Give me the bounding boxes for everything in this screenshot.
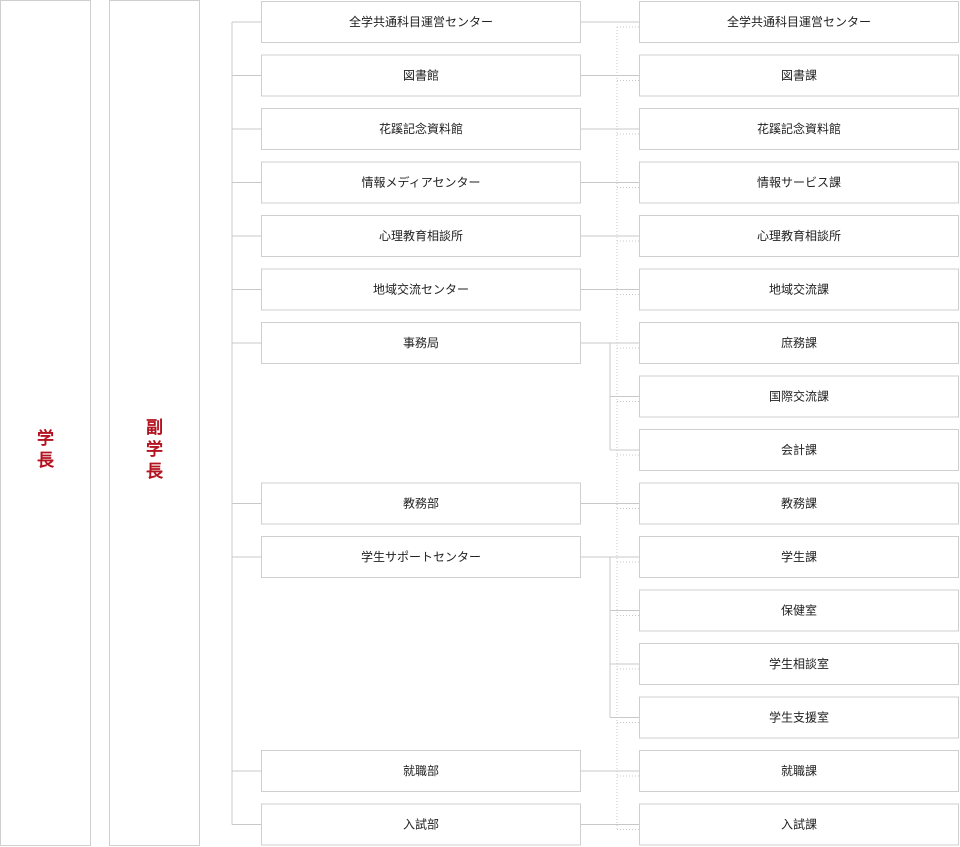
section-box-frame (639, 589, 959, 632)
org-box: 教務部 (261, 482, 581, 525)
section-box: 学生相談室 (639, 643, 959, 685)
org-label: 学生サポートセンター (361, 549, 481, 564)
section-box-frame (639, 803, 959, 846)
section-label: 会計課 (781, 442, 817, 457)
org-box-frame (261, 750, 581, 792)
org-box: 就職部 (261, 750, 581, 792)
org-box: 入試部 (261, 803, 581, 846)
section-label: 全学共通科目運営センター (727, 14, 871, 29)
section-box: 心理教育相談所 (639, 215, 959, 257)
org-label: 就職部 (403, 763, 439, 778)
section-box-frame (639, 1, 959, 43)
section-box-frame (639, 108, 959, 150)
org-box: 情報メディアセンター (261, 161, 581, 204)
vice-president-label-char: 副 (146, 418, 163, 438)
section-box-frame (639, 322, 959, 364)
section-box: 学生支援室 (639, 696, 959, 739)
section-label: 国際交流課 (769, 389, 829, 404)
section-box-frame (639, 536, 959, 578)
section-label: 教務課 (781, 496, 817, 511)
section-label: 図書課 (781, 68, 817, 83)
section-label: 入試課 (781, 817, 817, 832)
section-box: 就職課 (639, 750, 959, 792)
section-box-frame (639, 482, 959, 525)
section-box-frame (639, 429, 959, 471)
section-box-frame (639, 696, 959, 739)
section-box: 学生課 (639, 536, 959, 578)
president-box: 学長 (0, 0, 91, 846)
org-label: 花蹊記念資料館 (379, 121, 463, 136)
section-label: 学生相談室 (769, 656, 829, 671)
section-box: 保健室 (639, 589, 959, 632)
president-label-char: 長 (37, 451, 55, 471)
org-label: 情報メディアセンター (362, 175, 481, 190)
org-box-frame (261, 482, 581, 525)
org-box: 花蹊記念資料館 (261, 108, 581, 150)
org-label: 教務部 (403, 496, 439, 511)
section-box-frame (639, 161, 959, 204)
org-box-frame (261, 1, 581, 43)
org-label: 全学共通科目運営センター (349, 14, 493, 29)
section-box-frame (639, 375, 959, 418)
president-label-char: 学 (37, 428, 54, 449)
vice-president-label-char: 学 (146, 439, 163, 460)
section-box: 花蹊記念資料館 (639, 108, 959, 150)
section-label: 情報サービス課 (757, 175, 841, 190)
section-label: 地域交流課 (769, 282, 829, 297)
org-box-frame (261, 268, 581, 311)
section-box: 全学共通科目運営センター (639, 1, 959, 43)
org-label: 図書館 (403, 68, 439, 83)
section-label: 庶務課 (781, 335, 817, 350)
section-label: 花蹊記念資料館 (757, 121, 841, 136)
section-label: 学生支援室 (769, 710, 829, 725)
section-box: 情報サービス課 (639, 161, 959, 204)
org-box: 全学共通科目運営センター (261, 1, 581, 43)
org-box-frame (261, 54, 581, 97)
section-box: 庶務課 (639, 322, 959, 364)
section-label: 保健室 (781, 603, 817, 618)
org-box-frame (261, 322, 581, 364)
org-label: 心理教育相談所 (379, 228, 463, 243)
section-box-frame (639, 215, 959, 257)
section-box-frame (639, 268, 959, 311)
section-box-frame (639, 54, 959, 97)
org-box: 図書館 (261, 54, 581, 97)
section-box: 地域交流課 (639, 268, 959, 311)
section-box: 図書課 (639, 54, 959, 97)
vice-president-box: 副学長 (109, 0, 200, 846)
org-box: 事務局 (261, 322, 581, 364)
org-box-frame (261, 161, 581, 204)
section-box: 国際交流課 (639, 375, 959, 418)
org-label: 事務局 (403, 336, 439, 350)
president-frame (0, 0, 91, 846)
vice-president-label-char: 長 (146, 462, 164, 482)
org-box-frame (261, 536, 581, 578)
section-box: 会計課 (639, 429, 959, 471)
org-box: 心理教育相談所 (261, 215, 581, 257)
section-box: 教務課 (639, 482, 959, 525)
org-box-frame (261, 803, 581, 846)
section-box-frame (639, 750, 959, 792)
section-label: 心理教育相談所 (757, 228, 841, 243)
vice-president-frame (109, 0, 200, 846)
org-label: 入試部 (403, 817, 439, 832)
org-box: 学生サポートセンター (261, 536, 581, 578)
org-box-frame (261, 215, 581, 257)
section-label: 就職課 (781, 763, 817, 778)
section-box-frame (639, 643, 959, 685)
section-label: 学生課 (781, 549, 817, 564)
section-box: 入試課 (639, 803, 959, 846)
org-box: 地域交流センター (261, 268, 581, 311)
org-box-frame (261, 108, 581, 150)
org-label: 地域交流センター (373, 282, 469, 297)
